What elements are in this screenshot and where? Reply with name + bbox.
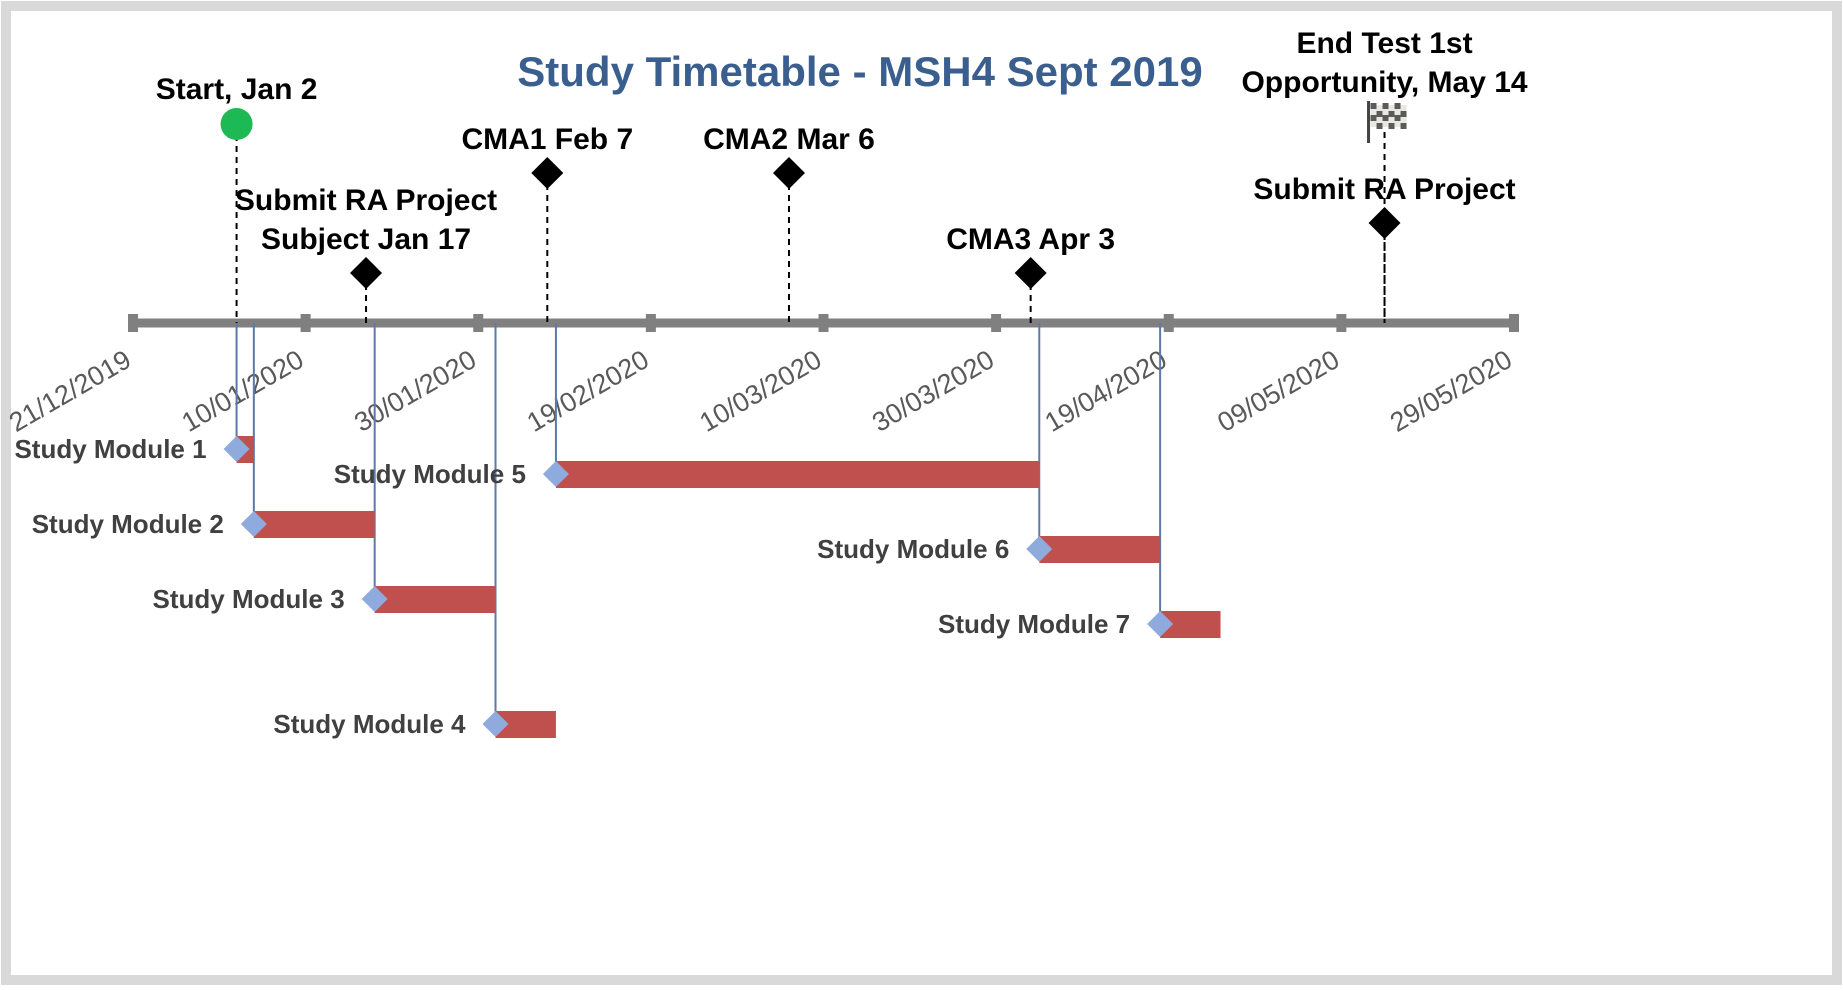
milestone-label: CMA2 Mar 6 — [703, 123, 875, 156]
task-label: Study Module 3 — [153, 584, 345, 614]
flag-check — [1388, 111, 1395, 117]
flag-check — [1370, 109, 1377, 115]
milestone-label: Start, Jan 2 — [156, 73, 318, 106]
task-label: Study Module 7 — [938, 609, 1130, 639]
task-start-marker — [240, 511, 267, 537]
milestone-label: Subject Jan 17 — [261, 223, 471, 256]
task-bar — [374, 586, 496, 613]
task-layer: Study Module 1 Study Module 2 Study Module… — [14, 434, 1221, 739]
flag-check — [1394, 109, 1401, 115]
flag-check — [1376, 123, 1383, 129]
milestone-label: Submit RA Project — [235, 184, 497, 217]
task-start-marker — [482, 711, 509, 737]
flag-check — [1394, 121, 1401, 127]
task-start-marker — [361, 586, 388, 612]
task-label: Study Module 2 — [32, 509, 224, 539]
axis-tick — [645, 314, 656, 332]
connector-layer — [235, 323, 1162, 724]
task-start-marker — [223, 436, 250, 462]
chart-title: Study Timetable - MSH4 Sept 2019 — [517, 48, 1202, 95]
milestone-label: CMA1 Feb 7 — [461, 123, 633, 156]
task-label: Study Module 1 — [14, 434, 206, 464]
axis-tick — [1509, 314, 1519, 332]
flag-check — [1382, 115, 1389, 121]
task-label: Study Module 4 — [273, 709, 466, 739]
milestone-diamond-marker — [1014, 257, 1047, 289]
axis-tick — [473, 314, 484, 332]
milestone-diamond-marker — [772, 157, 805, 189]
flag-check — [1382, 109, 1389, 115]
axis-tick — [991, 314, 1002, 332]
task-label: Study Module 6 — [817, 534, 1009, 564]
flag-check — [1376, 105, 1383, 111]
task-bar — [1039, 536, 1161, 563]
task-start-marker — [1026, 536, 1053, 562]
flag-check — [1388, 117, 1395, 123]
milestone-label: CMA3 Apr 3 — [946, 223, 1115, 256]
milestone-diamond-marker — [350, 257, 383, 289]
axis-tick — [1163, 314, 1174, 332]
flag-check — [1400, 123, 1407, 129]
flag-check — [1376, 117, 1383, 123]
flag-check — [1400, 111, 1407, 117]
axis-tick — [818, 314, 829, 332]
flag-check — [1382, 103, 1389, 109]
start-circle-marker — [220, 108, 253, 140]
task-start-marker — [542, 461, 569, 487]
milestone-label: Opportunity, May 14 — [1241, 66, 1527, 99]
flag-check — [1382, 121, 1389, 127]
task-bar — [555, 461, 1040, 488]
flag-check — [1370, 121, 1377, 127]
flag-check — [1370, 115, 1377, 121]
flag-check — [1400, 117, 1407, 123]
axis-tick — [128, 314, 138, 332]
milestone-label: End Test 1st — [1296, 27, 1472, 60]
axis-tick — [1336, 314, 1347, 332]
task-start-marker — [1147, 611, 1174, 637]
milestone-diamond-marker — [531, 157, 564, 189]
flag-check — [1376, 111, 1383, 117]
finish-flag-icon — [1367, 101, 1407, 143]
flag-check — [1370, 103, 1377, 109]
task-label: Study Module 5 — [334, 459, 526, 489]
flag-check — [1400, 105, 1407, 111]
axis-tick — [300, 314, 311, 332]
task-bar — [253, 511, 375, 538]
flag-check — [1394, 103, 1401, 109]
flag-check — [1388, 123, 1395, 129]
flag-check — [1394, 115, 1401, 121]
flag-check — [1388, 105, 1395, 111]
